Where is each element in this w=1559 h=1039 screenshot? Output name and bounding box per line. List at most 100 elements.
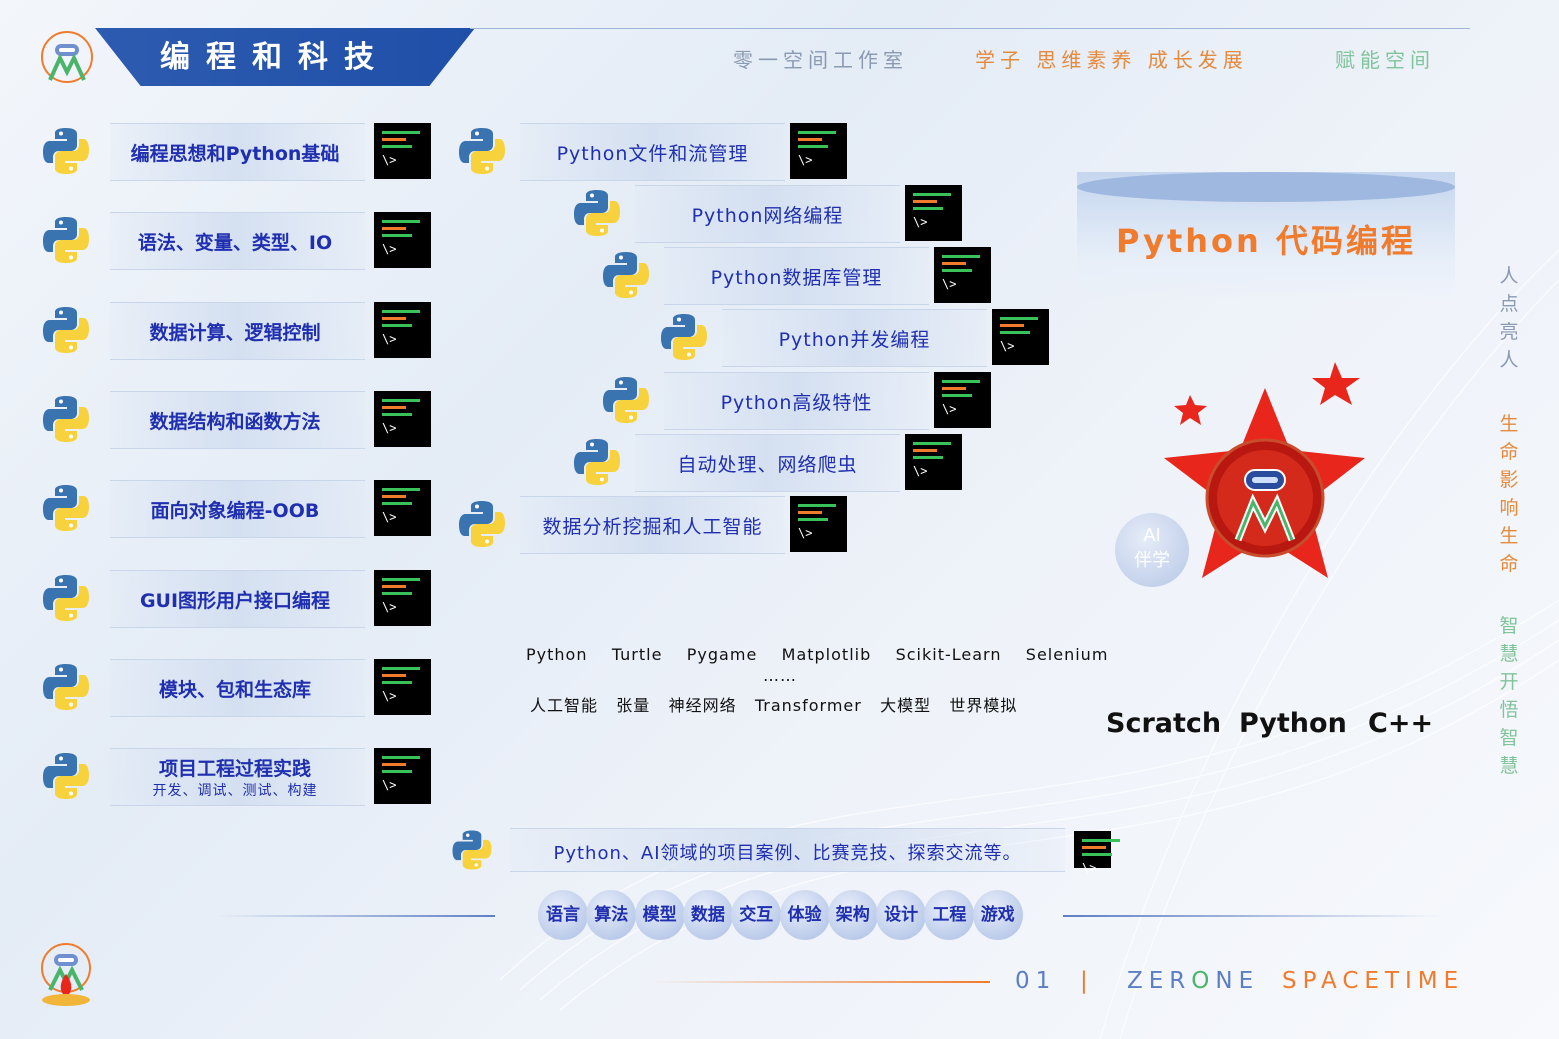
course-bar [664,372,929,430]
footer-separator: | [1080,968,1094,994]
side-slogan-1: 人点亮人 [1499,265,1519,371]
python-logo-icon [456,498,508,550]
divider-left [215,915,495,917]
terminal-prompt: \> [798,153,813,167]
course-item-label: Python网络编程 [691,205,844,227]
terminal-prompt: \> [913,464,928,478]
cylinder-title: Python 代码编程 [1116,222,1416,260]
python-logo-icon [40,125,92,177]
lib-selenium: Selenium [1025,645,1109,664]
course-bar [664,247,929,305]
course-bar [722,309,987,367]
terminal-icon: \> [790,496,847,552]
topic-transformer: Transformer [754,696,862,715]
course-bar [510,828,1065,872]
python-logo-icon [600,249,652,301]
terminal-icon: \> [374,123,431,179]
python-logo-icon [40,572,92,624]
lib-turtle: Turtle [611,645,663,664]
course-item-label: GUI图形用户接口编程 [139,590,331,612]
topic-tensor: 张量 [616,696,651,715]
cylinder-top [1077,172,1455,202]
terminal-prompt: \> [382,778,397,792]
terminal-icon: \> [374,748,431,804]
terminal-icon: \> [905,185,962,241]
terminal-icon: \> [374,480,431,536]
python-logo-icon [40,304,92,356]
topic-bubble: 语言 [538,890,588,940]
lib-python: Python [526,645,588,664]
page-title: 编程和科技 [160,40,390,75]
ai-badge-line1: AI [1143,525,1161,546]
python-logo-icon [40,661,92,713]
course-bar [110,748,365,806]
course-bar [110,123,365,181]
footer-line [650,981,990,983]
topic-bubble: 工程 [924,890,975,940]
language-python: Python [1239,708,1347,739]
terminal-icon: \> [992,309,1049,365]
studio-name: 零一空间工作室 [733,48,908,72]
terminal-prompt: \> [382,332,397,346]
terminal-prompt: \> [382,689,397,703]
brand-part-c: NE [1215,968,1260,994]
terminal-prompt: \> [1082,861,1097,875]
topic-bubble: 数据 [682,890,733,940]
topic-large-model: 大模型 [880,696,932,715]
terminal-icon: \> [374,391,431,447]
footer-spacetime: SPACETIME [1282,968,1465,994]
topic-list: 人工智能 张量 神经网络 Transformer 大模型 世界模拟 [530,692,1017,716]
library-list: Python Turtle Pygame Matplotlib Scikit-L… [526,645,1108,664]
footer-brand: ZERONE [1127,968,1259,994]
topic-bubble: 交互 [731,890,782,940]
python-logo-icon [40,393,92,445]
course-item-label: 面向对象编程-OOB [150,500,320,522]
course-bar [520,496,785,554]
course-item-label: 数据计算、逻辑控制 [149,322,321,344]
python-logo-icon [40,482,92,534]
language-scratch: Scratch [1106,708,1222,739]
course-item-label: 编程思想和Python基础 [130,143,340,165]
robot-flame-logo-icon [41,943,91,1006]
ellipsis: …… [763,666,797,685]
course-bar [110,480,365,538]
course-item-label: Python并发编程 [778,329,931,351]
python-logo-icon [571,436,623,488]
terminal-icon: \> [374,212,431,268]
motto-empower: 赋能空间 [1335,48,1435,72]
course-item-label: 数据分析挖掘和人工智能 [542,516,763,538]
topic-ai: 人工智能 [530,696,599,715]
topic-world-sim: 世界模拟 [949,696,1018,715]
terminal-icon: \> [374,659,431,715]
header-banner [95,28,475,86]
brand-part-a: ZER [1127,968,1192,994]
header-divider [470,28,1470,29]
course-bar [635,185,900,243]
brand-part-o: O [1191,968,1216,994]
topic-neural-network: 神经网络 [668,696,737,715]
course-item-label: 项目工程过程实践 [158,758,311,780]
topic-bubble: 算法 [586,890,637,940]
terminal-icon: \> [374,570,431,626]
terminal-icon: \> [790,123,847,179]
terminal-prompt: \> [382,153,397,167]
lib-matplotlib: Matplotlib [781,645,872,664]
course-bar [110,302,365,360]
course-item-sublabel: 开发、调试、测试、构建 [152,783,318,799]
python-logo-icon [658,311,710,363]
python-logo-icon [571,187,623,239]
python-logo-icon [600,374,652,426]
terminal-icon: \> [905,434,962,490]
terminal-prompt: \> [942,277,957,291]
topic-bubble: 模型 [634,890,685,940]
python-logo-icon [40,214,92,266]
red-star-logo-icon [1164,362,1365,578]
python-logo-icon [40,750,92,802]
course-item-label: 语法、变量、类型、IO [137,232,333,254]
course-item-label: 自动处理、网络爬虫 [677,454,858,476]
course-bar [520,123,785,181]
terminal-prompt: \> [942,402,957,416]
terminal-prompt: \> [382,242,397,256]
course-bar [110,570,365,628]
terminal-prompt: \> [1000,339,1015,353]
